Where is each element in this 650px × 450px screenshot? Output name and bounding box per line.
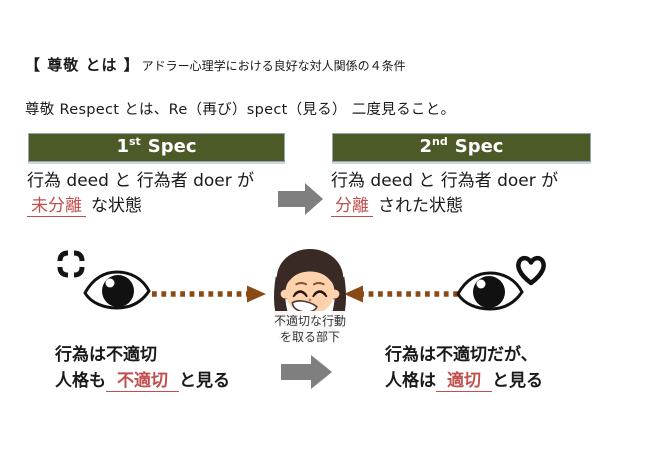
spec2-header-bar: 2nd Spec [332,133,591,162]
title-description: アドラー心理学における良好な対人関係の４条件 [141,59,406,73]
spec1-state-highlight: 未分離 [27,196,86,217]
arrow-right-icon [281,354,333,390]
spec1-view-pre: 人格も [55,371,106,391]
person-caption: 不適切な行動 を取る部下 [258,311,362,347]
spec1-view-line2: 人格も不適切と見る [55,368,230,394]
spec2-state-line2: 分離された状態 [331,194,558,219]
spec2-view-line2: 人格は適切と見る [385,368,543,394]
page-title: 【 尊敬 とは 】アドラー心理学における良好な対人関係の４条件 [25,54,406,75]
spec1-header-number: 1 [116,136,129,157]
spec1-state-text: 行為 deed と 行為者 doer が 未分離な状態 [27,169,254,219]
anger-mark-icon [55,249,87,279]
spec1-view-highlight: 不適切 [106,371,179,392]
spec2-header-label: Spec [454,136,504,157]
spec1-view-line1: 行為は不適切 [55,345,157,365]
spec2-view-highlight: 適切 [436,371,492,392]
spec1-header-bar: 1st Spec [28,133,285,162]
spec1-state-line2: 未分離な状態 [27,194,254,219]
spec2-state-line1: 行為 deed と 行為者 doer が [331,171,559,191]
spec2-header-number: 2 [419,136,433,157]
spec1-view-post: と見る [179,371,230,391]
spec2-header-ordinal: nd [432,135,448,148]
spec2-state-highlight: 分離 [331,196,373,217]
eye-icon [83,270,151,310]
spec1-header-label: Spec [147,136,197,157]
spec2-state-rest: された状態 [378,196,463,216]
spec1-header-ordinal: st [128,135,141,148]
spec2-view-text: 行為は不適切だが、 人格は適切と見る [385,342,543,394]
spec2-state-text: 行為 deed と 行為者 doer が 分離された状態 [331,169,558,219]
subtitle: 尊敬 Respect とは、Re（再び）spect（見る） 二度見ること。 [25,102,456,118]
spec1-state-line1: 行為 deed と 行為者 doer が [27,171,255,191]
arrow-right-icon [278,182,324,216]
dotted-arrow-icon [150,285,268,303]
heart-icon [513,253,549,287]
spec1-view-text: 行為は不適切 人格も不適切と見る [55,342,230,394]
title-emphasis: 【 尊敬 とは 】 [25,56,140,74]
eye-icon [456,271,524,311]
caption-line2: を取る部下 [279,330,340,344]
spec2-view-post: と見る [492,371,543,391]
spec2-view-pre: 人格は [385,371,436,391]
spec1-state-rest: な状態 [91,196,142,216]
caption-line1: 不適切な行動 [273,314,346,328]
spec2-view-line1: 行為は不適切だが、 [385,345,538,365]
dotted-arrow-icon [342,285,460,303]
